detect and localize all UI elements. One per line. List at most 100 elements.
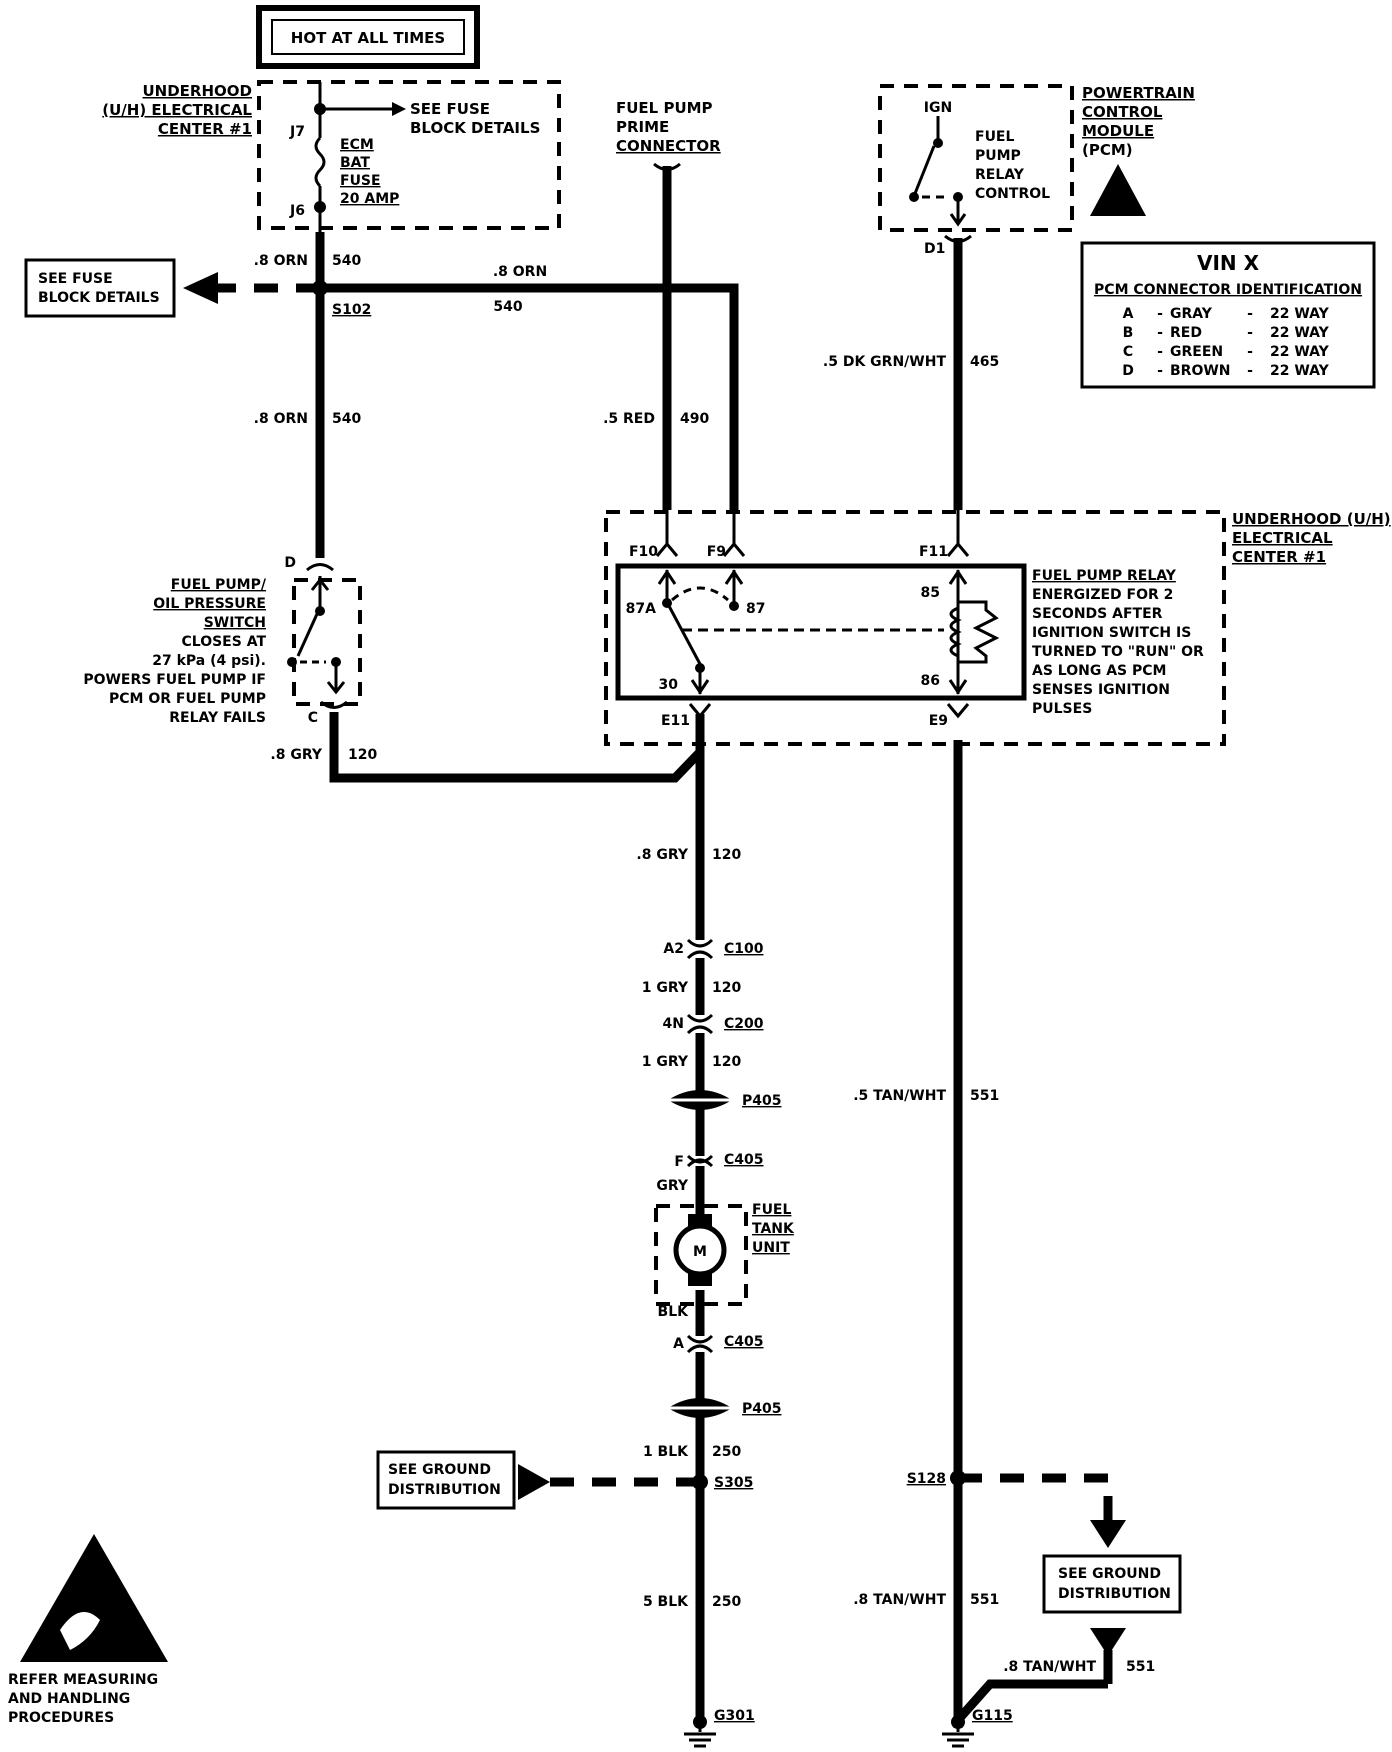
svg-text:87A: 87A	[626, 601, 656, 617]
vin-cell-3-2: BROWN	[1170, 363, 1231, 379]
arrow-left-icon	[183, 272, 218, 304]
fuel-tank-unit: M FUEL TANK UNIT	[654, 1202, 795, 1306]
vin-cell-1-3: -	[1247, 325, 1253, 341]
uh-center-box	[257, 80, 561, 230]
svg-text:F11: F11	[919, 544, 948, 560]
esd-warning: REFER MEASURING AND HANDLING PROCEDURES	[8, 1534, 168, 1726]
pin-j6: J6	[289, 203, 305, 219]
svg-text:250: 250	[712, 1594, 741, 1610]
vin-subtitle: PCM CONNECTOR IDENTIFICATION	[1094, 282, 1362, 298]
svg-text:465: 465	[970, 354, 999, 370]
svg-text:E11: E11	[661, 713, 690, 729]
vin-cell-3-1: -	[1157, 363, 1163, 379]
pcm-ctrl-1: FUEL	[975, 129, 1014, 145]
vin-cell-0-0: A	[1123, 306, 1134, 322]
svg-text:SWITCH: SWITCH	[204, 615, 266, 631]
vin-cell-3-3: -	[1247, 363, 1253, 379]
svg-text:540: 540	[332, 411, 361, 427]
svg-text:1 GRY: 1 GRY	[642, 980, 689, 996]
vin-cell-2-0: C	[1123, 344, 1133, 360]
uh-center-line3: CENTER #1	[158, 120, 252, 138]
svg-text:P405: P405	[742, 1093, 781, 1109]
wire-120-switch	[329, 712, 704, 783]
svg-text:F9: F9	[707, 544, 726, 560]
svg-text:C200: C200	[724, 1016, 764, 1032]
svg-text:FUEL PUMP/: FUEL PUMP/	[171, 577, 267, 593]
svg-text:OIL PRESSURE: OIL PRESSURE	[153, 596, 266, 612]
inline-connectors: A2 C100 4N C200 P405 F C405 GRY A C405 B…	[656, 938, 781, 1418]
pcm-title-3: MODULE	[1082, 122, 1154, 140]
svg-text:.8 ORN: .8 ORN	[493, 264, 547, 280]
svg-text:120: 120	[712, 847, 741, 863]
svg-text:.8 ORN: .8 ORN	[254, 253, 308, 269]
arrow-right-icon	[518, 1464, 550, 1500]
svg-text:S305: S305	[714, 1475, 753, 1491]
oil-pressure-switch: D C FUEL PUMP/ OIL PRESSURE SWITCH CLOSE…	[83, 555, 362, 726]
svg-text:G301: G301	[714, 1708, 755, 1724]
svg-text:A2: A2	[663, 941, 684, 957]
wire-540-to-f9	[320, 283, 739, 510]
svg-text:SENSES IGNITION: SENSES IGNITION	[1032, 682, 1170, 698]
fuse-see-line1: SEE FUSE	[410, 100, 490, 118]
uh-center-line1: UNDERHOOD	[143, 82, 253, 100]
svg-text:PULSES: PULSES	[1032, 701, 1092, 717]
svg-text:C405: C405	[724, 1152, 764, 1168]
svg-text:E9: E9	[929, 713, 948, 729]
pcm-ctrl-2: PUMP	[975, 148, 1021, 164]
pcm-pin-d1: D1	[924, 241, 945, 257]
svg-text:CENTER #1: CENTER #1	[1232, 548, 1326, 566]
pcm-module: IGN FUEL PUMP RELAY CONTROL POWERTRAIN C…	[878, 84, 1195, 257]
svg-text:250: 250	[712, 1444, 741, 1460]
svg-text:F: F	[674, 1154, 684, 1170]
svg-text:551: 551	[970, 1592, 999, 1608]
svg-text:PCM OR FUEL PUMP: PCM OR FUEL PUMP	[109, 691, 266, 707]
ground-g301: G301	[684, 1708, 755, 1748]
svg-text:1 BLK: 1 BLK	[643, 1444, 689, 1460]
svg-text:5 BLK: 5 BLK	[643, 1594, 689, 1610]
svg-text:540: 540	[332, 253, 361, 269]
svg-text:30: 30	[659, 677, 679, 693]
fuse-name-3: FUSE	[340, 173, 381, 189]
vin-cell-2-3: -	[1247, 344, 1253, 360]
svg-text:PROCEDURES: PROCEDURES	[8, 1710, 114, 1726]
svg-text:F10: F10	[629, 544, 658, 560]
fuse-name-2: BAT	[340, 155, 370, 171]
svg-text:TURNED TO "RUN" OR: TURNED TO "RUN" OR	[1032, 644, 1204, 660]
svg-text:.5 DK GRN/WHT: .5 DK GRN/WHT	[823, 354, 947, 370]
vin-cell-0-2: GRAY	[1170, 306, 1213, 322]
vin-cell-3-4: 22 WAY	[1270, 363, 1330, 379]
svg-text:DISTRIBUTION: DISTRIBUTION	[1058, 1586, 1171, 1602]
svg-text:P405: P405	[742, 1401, 781, 1417]
svg-text:120: 120	[712, 980, 741, 996]
vin-cell-2-2: GREEN	[1170, 344, 1223, 360]
svg-text:S128: S128	[907, 1471, 946, 1487]
vin-cell-1-1: -	[1157, 325, 1163, 341]
svg-text:IGNITION SWITCH IS: IGNITION SWITCH IS	[1032, 625, 1191, 641]
vin-cell-0-1: -	[1157, 306, 1163, 322]
svg-text:CLOSES AT: CLOSES AT	[182, 634, 267, 650]
svg-text:87: 87	[746, 601, 765, 617]
pcm-title-1: POWERTRAIN	[1082, 84, 1195, 102]
svg-text:.8 ORN: .8 ORN	[254, 411, 308, 427]
svg-text:SECONDS AFTER: SECONDS AFTER	[1032, 606, 1163, 622]
ground-s128: S128 SEE GROUND DISTRIBUTION	[907, 1470, 1182, 1684]
svg-text:120: 120	[712, 1054, 741, 1070]
pcm-ctrl-3: RELAY	[975, 167, 1025, 183]
svg-text:540: 540	[493, 299, 522, 315]
svg-text:UNIT: UNIT	[752, 1240, 790, 1256]
svg-text:GRY: GRY	[656, 1178, 689, 1194]
prime-line3: CONNECTOR	[616, 137, 721, 155]
svg-text:UNDERHOOD (U/H): UNDERHOOD (U/H)	[1232, 510, 1391, 528]
splice-s102: S102	[332, 302, 371, 318]
svg-text:27 kPa (4 psi).: 27 kPa (4 psi).	[152, 653, 266, 669]
svg-text:DISTRIBUTION: DISTRIBUTION	[388, 1482, 501, 1498]
svg-text:.5 TAN/WHT: .5 TAN/WHT	[853, 1088, 946, 1104]
esd-warning-icon	[20, 1534, 168, 1662]
svg-text:C100: C100	[724, 941, 764, 957]
prime-line1: FUEL PUMP	[616, 99, 713, 117]
svg-text:.8 TAN/WHT: .8 TAN/WHT	[1003, 1659, 1096, 1675]
svg-text:4N: 4N	[663, 1016, 684, 1032]
svg-text:.8 GRY: .8 GRY	[270, 747, 322, 763]
svg-text:FUEL: FUEL	[752, 1202, 791, 1218]
